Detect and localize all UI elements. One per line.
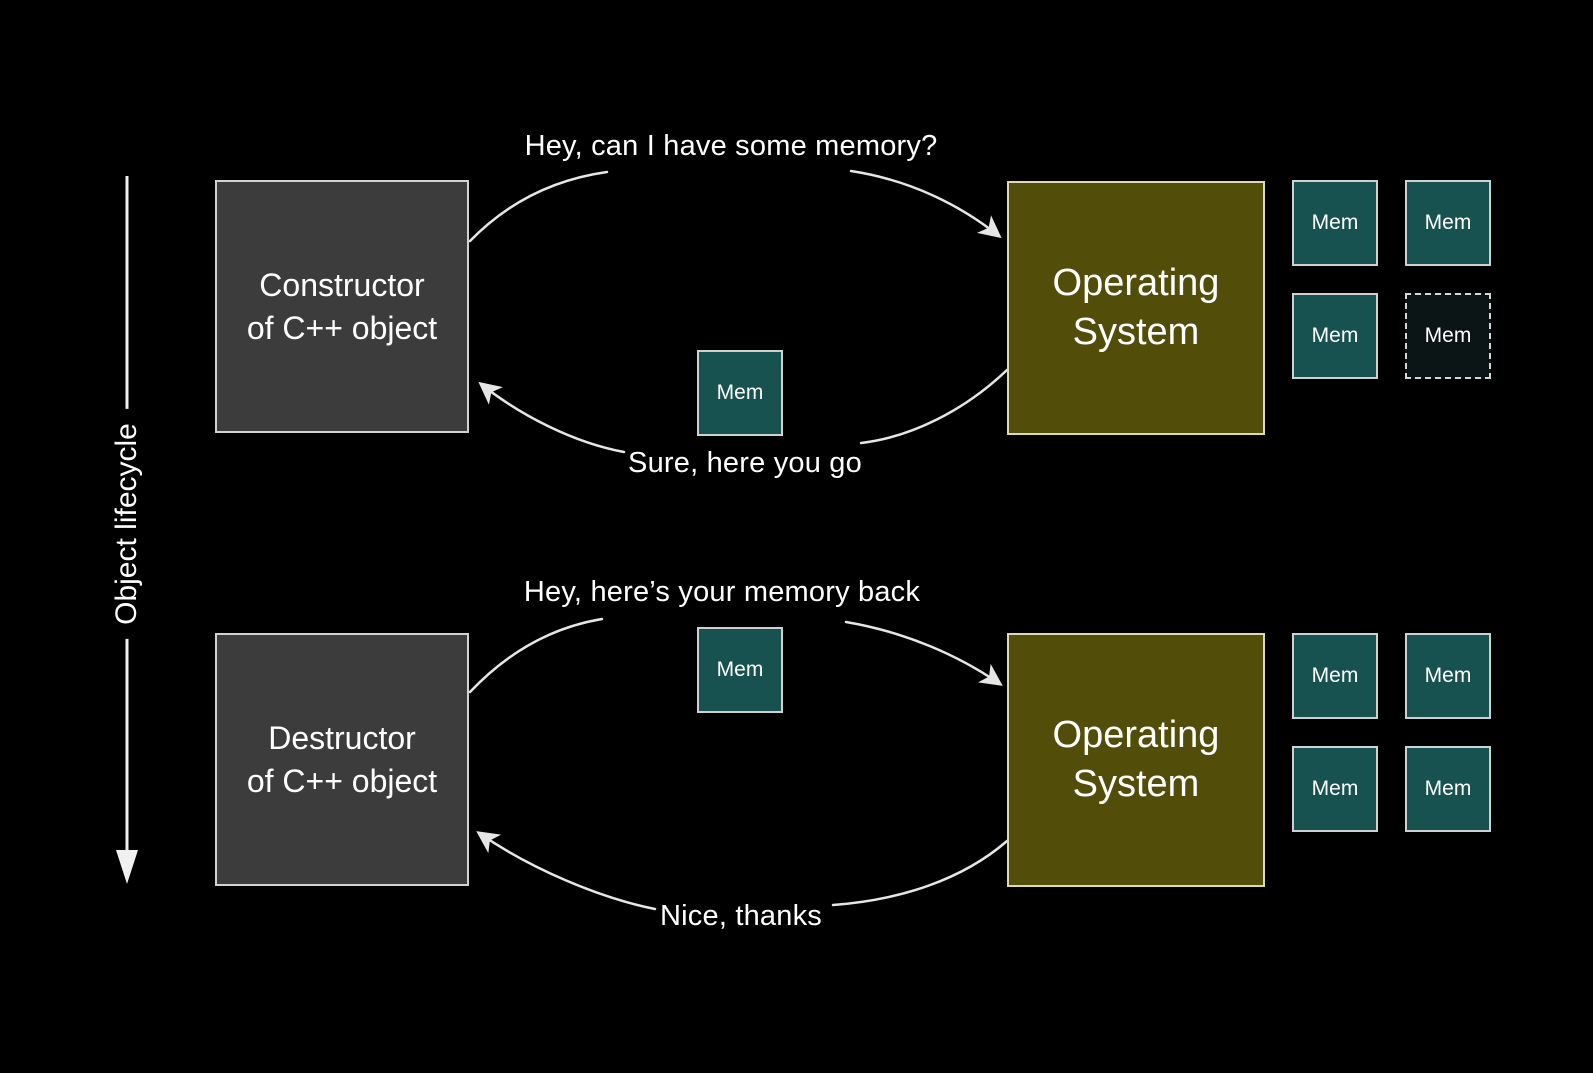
response-arc-bottom-right	[831, 839, 1009, 907]
speech-response-bottom: Nice, thanks	[660, 900, 822, 932]
mem-label: Mem	[1424, 324, 1472, 347]
constructor-label-line2: of C++ object	[246, 309, 438, 346]
mem-block-bottom-grid-1: Mem	[1292, 633, 1378, 719]
mem-block-top-grid-1: Mem	[1292, 180, 1378, 266]
response-arc-bottom-left	[476, 831, 657, 911]
operating-system-box-bottom: Operating System	[1007, 633, 1265, 887]
destructor-label-line2: of C++ object	[246, 762, 438, 799]
os-bottom-label-line1: Operating	[1052, 714, 1220, 757]
request-arc-bottom-right	[844, 620, 1003, 686]
mem-block-top-grid-4-empty: Mem	[1405, 293, 1491, 379]
mem-block-top-grid-2: Mem	[1405, 180, 1491, 266]
mem-label: Mem	[716, 381, 764, 404]
lifecycle-label: Object lifecycle	[100, 409, 154, 639]
request-arc-bottom-left	[468, 617, 604, 694]
mem-label: Mem	[716, 658, 764, 681]
mem-block-transfer-top: Mem	[697, 350, 783, 436]
os-top-label-line2: System	[1072, 311, 1200, 353]
mem-block-transfer-bottom: Mem	[697, 627, 783, 713]
constructor-label-line1: Constructor	[259, 267, 425, 304]
response-arc-top-right	[859, 368, 1009, 445]
request-arc-top-right	[849, 169, 1002, 239]
os-top-label-line1: Operating	[1052, 262, 1220, 305]
mem-block-bottom-grid-3: Mem	[1292, 746, 1378, 832]
mem-label: Mem	[1424, 211, 1472, 234]
lifecycle-arrowhead-icon	[116, 850, 138, 884]
speech-response-top: Sure, here you go	[628, 447, 862, 479]
mem-block-top-grid-3: Mem	[1292, 293, 1378, 379]
operating-system-box-top: Operating System	[1007, 181, 1265, 435]
mem-block-bottom-grid-2: Mem	[1405, 633, 1491, 719]
os-bottom-label-line2: System	[1072, 763, 1200, 805]
mem-block-bottom-grid-4: Mem	[1405, 746, 1491, 832]
response-arc-top-left	[478, 381, 626, 454]
constructor-box: Constructor of C++ object	[215, 180, 469, 433]
mem-label: Mem	[1311, 324, 1359, 347]
mem-label: Mem	[1311, 777, 1359, 800]
mem-label: Mem	[1424, 664, 1472, 687]
destructor-box: Destructor of C++ object	[215, 633, 469, 886]
mem-label: Mem	[1424, 777, 1472, 800]
destructor-label-line1: Destructor	[268, 720, 416, 757]
speech-request-top: Hey, can I have some memory?	[524, 130, 938, 162]
speech-request-bottom: Hey, here’s your memory back	[523, 576, 921, 608]
mem-label: Mem	[1311, 664, 1359, 687]
mem-label: Mem	[1311, 211, 1359, 234]
request-arc-top-left	[468, 170, 609, 243]
